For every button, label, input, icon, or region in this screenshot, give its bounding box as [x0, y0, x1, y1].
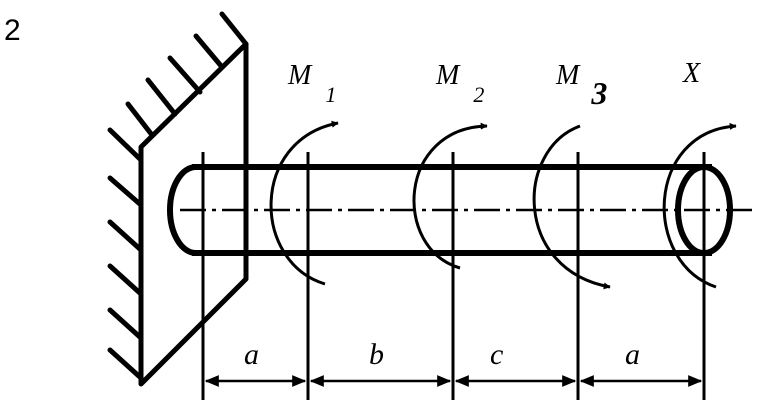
moment-label-x: X — [682, 58, 701, 89]
wall-hatching — [107, 11, 249, 381]
figure-number: 2 — [4, 14, 21, 47]
moment-label-m2: M2 — [435, 60, 484, 107]
dimension-label-c: c — [490, 338, 503, 371]
dimension-label-b: b — [369, 338, 384, 371]
torque-arrows — [269, 120, 737, 290]
fixed-wall-support — [107, 11, 249, 387]
moment-label-m1: M1 — [287, 60, 336, 107]
torque-arrow-m2 — [412, 122, 488, 270]
dimension-label-a-right: a — [625, 338, 640, 371]
torque-arrow-m3 — [532, 124, 611, 290]
torque-arrow-m1 — [269, 120, 339, 286]
dimension-label-a-left: a — [244, 338, 259, 371]
torque-arrow-x — [662, 122, 737, 289]
dimension-labels: a b c a — [244, 338, 640, 371]
